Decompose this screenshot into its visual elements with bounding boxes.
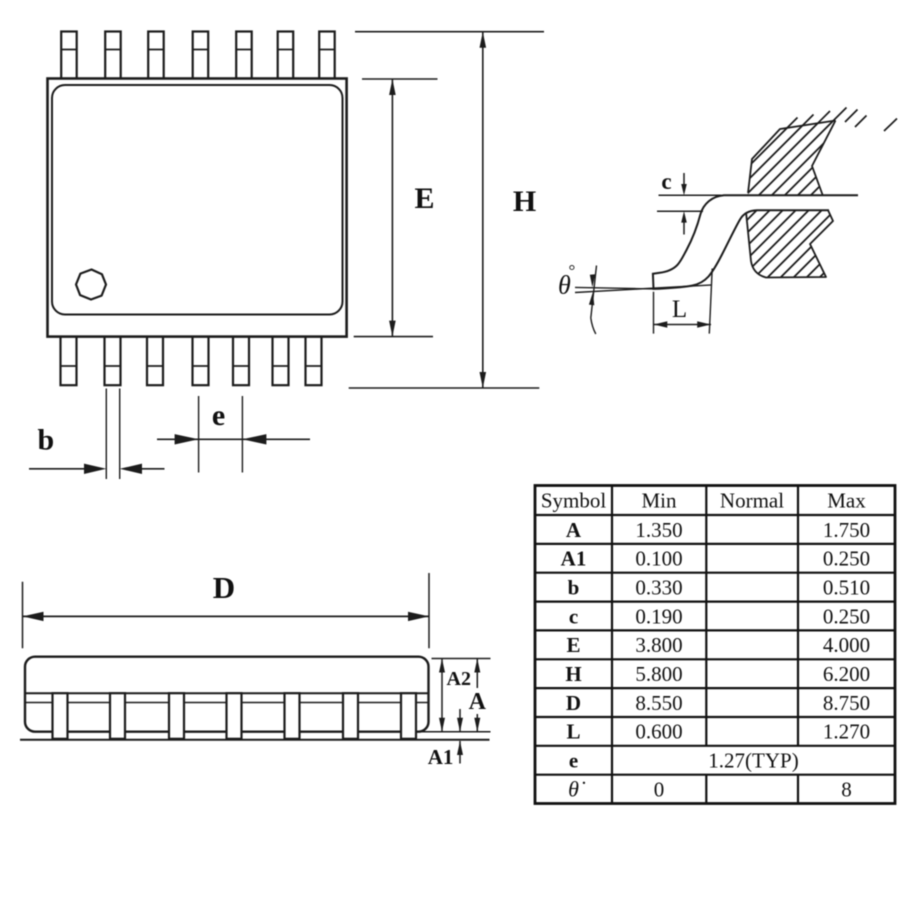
svg-text:0: 0: [654, 777, 665, 801]
svg-text:0.250: 0.250: [823, 547, 870, 571]
svg-text:1.270: 1.270: [823, 720, 870, 744]
svg-text:Min: Min: [641, 489, 677, 513]
svg-text:A1: A1: [428, 745, 454, 769]
svg-text:A: A: [469, 689, 487, 715]
svg-text:°: °: [569, 261, 576, 280]
svg-text:b: b: [37, 424, 54, 457]
svg-text:1.27(TYP): 1.27(TYP): [708, 749, 798, 773]
svg-text:0.250: 0.250: [823, 604, 870, 628]
svg-text:L: L: [566, 720, 580, 744]
svg-text:E: E: [414, 182, 434, 215]
svg-text:b: b: [568, 575, 580, 599]
svg-text:Max: Max: [827, 489, 866, 513]
svg-text:5.800: 5.800: [635, 662, 682, 686]
svg-text:θ: θ: [558, 271, 571, 300]
svg-text:0.330: 0.330: [635, 575, 682, 599]
svg-text:e: e: [569, 749, 578, 773]
svg-text:0.190: 0.190: [635, 604, 682, 628]
svg-text:A: A: [566, 518, 582, 542]
svg-text:E: E: [566, 633, 580, 657]
svg-text:1.750: 1.750: [823, 518, 870, 542]
svg-text:Normal: Normal: [720, 489, 784, 513]
svg-text:e: e: [212, 399, 225, 432]
svg-text:D: D: [566, 691, 581, 715]
svg-text:L: L: [672, 296, 687, 323]
svg-text:Symbol: Symbol: [541, 489, 607, 513]
svg-text:0.600: 0.600: [635, 720, 682, 744]
svg-text:θ̇: θ̇: [568, 776, 586, 801]
svg-text:0.510: 0.510: [823, 575, 870, 599]
svg-text:A2: A2: [447, 668, 471, 690]
svg-text:8.750: 8.750: [823, 691, 870, 715]
svg-text:c: c: [569, 604, 578, 628]
svg-text:0.100: 0.100: [635, 547, 682, 571]
svg-text:D: D: [213, 570, 235, 605]
svg-text:A1: A1: [561, 547, 587, 571]
svg-text:8.550: 8.550: [635, 691, 682, 715]
svg-text:4.000: 4.000: [823, 633, 870, 657]
svg-text:H: H: [565, 662, 581, 686]
svg-text:c: c: [661, 169, 671, 194]
svg-text:8: 8: [841, 777, 852, 801]
svg-text:6.200: 6.200: [823, 662, 870, 686]
svg-text:3.800: 3.800: [635, 633, 682, 657]
svg-text:1.350: 1.350: [635, 518, 682, 542]
svg-text:H: H: [513, 185, 536, 218]
